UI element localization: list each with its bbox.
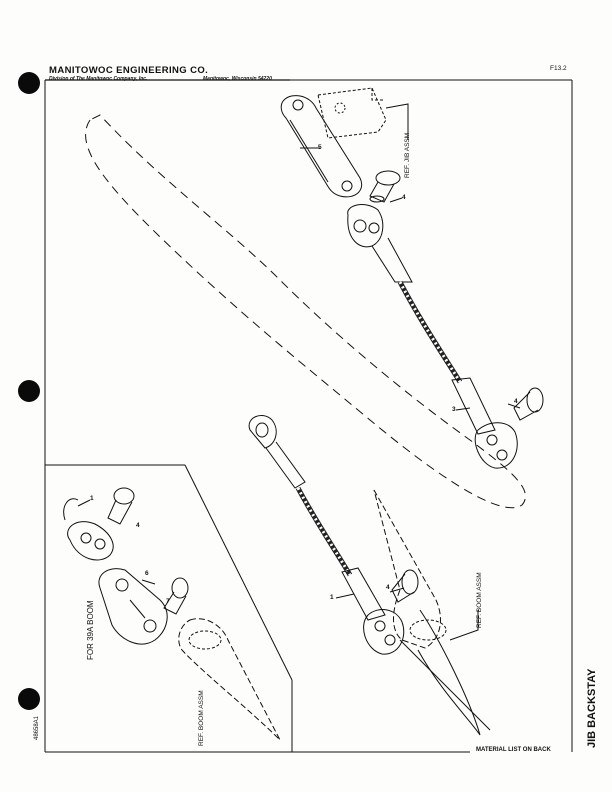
callout-part-4-top: 4 bbox=[402, 194, 406, 201]
document-number: 48658A1 bbox=[34, 715, 40, 740]
binder-hole-middle bbox=[18, 380, 40, 402]
upper-rope-socket bbox=[347, 204, 413, 283]
inset-title: FOR 39A BOOM bbox=[86, 600, 95, 660]
leader-part-3 bbox=[455, 407, 471, 411]
ref-boom-assm-label: REF. BOOM ASSM bbox=[476, 572, 483, 628]
inset-pin-part-7 bbox=[163, 577, 189, 615]
material-list-note: MATERIAL LIST ON BACK bbox=[476, 747, 551, 753]
pin-part-4-middle bbox=[391, 569, 419, 603]
figure-code: F13.2 bbox=[550, 65, 567, 72]
company-division: Division of The Manitowoc Company, Inc. bbox=[49, 76, 148, 82]
inset-boom-tip-reference bbox=[178, 618, 281, 741]
leader-part-1 bbox=[335, 593, 355, 599]
callout-part-5: 5 bbox=[318, 144, 322, 151]
leader-part-4-mid bbox=[389, 587, 405, 593]
pin-part-4-top bbox=[369, 170, 401, 203]
leader-part-4-right bbox=[507, 403, 521, 409]
inset-pin-part-4 bbox=[107, 487, 135, 525]
leader-inset-part-6 bbox=[141, 579, 156, 585]
callout-inset-part-1: 1 bbox=[90, 495, 94, 502]
wire-rope-upper bbox=[397, 280, 463, 384]
lower-socket-part-1 bbox=[341, 567, 405, 655]
company-location: Manitowoc, Wisconsin 54220 bbox=[203, 76, 272, 82]
upper-eye-middle bbox=[248, 415, 306, 489]
inset-ref-boom-assm-label: REF. BOOM ASSM bbox=[198, 690, 205, 746]
callout-part-3: 3 bbox=[452, 406, 456, 413]
inset-link-part-6 bbox=[98, 568, 168, 645]
lower-socket-part-3 bbox=[451, 377, 518, 469]
wire-rope-middle bbox=[295, 486, 353, 577]
jib-reference-bracket bbox=[317, 87, 409, 140]
link-plate-part-5 bbox=[280, 95, 363, 198]
callout-inset-part-7: 7 bbox=[166, 598, 170, 605]
callout-part-4-middle: 4 bbox=[386, 584, 390, 591]
dashed-length-outline bbox=[85, 114, 526, 509]
binder-hole-bottom bbox=[18, 688, 40, 710]
ref-jib-assm-label: REF. JIB ASSM bbox=[404, 132, 411, 178]
boom-tip-reference bbox=[373, 489, 491, 736]
callout-inset-part-6: 6 bbox=[145, 570, 149, 577]
callout-part-1: 1 bbox=[330, 594, 334, 601]
leader-part-4-top bbox=[389, 197, 403, 203]
callout-inset-part-4: 4 bbox=[136, 522, 140, 529]
binder-hole-top bbox=[18, 72, 40, 94]
company-name: MANITOWOC ENGINEERING CO. bbox=[49, 65, 209, 76]
leader-inset-part-1 bbox=[77, 499, 91, 507]
inset-socket-part-1 bbox=[63, 498, 114, 561]
inset-diagonal bbox=[184, 464, 293, 681]
pin-part-4-right bbox=[513, 387, 544, 421]
drawing-title: JIB BACKSTAY bbox=[586, 668, 598, 748]
callout-part-4-right: 4 bbox=[514, 398, 518, 405]
